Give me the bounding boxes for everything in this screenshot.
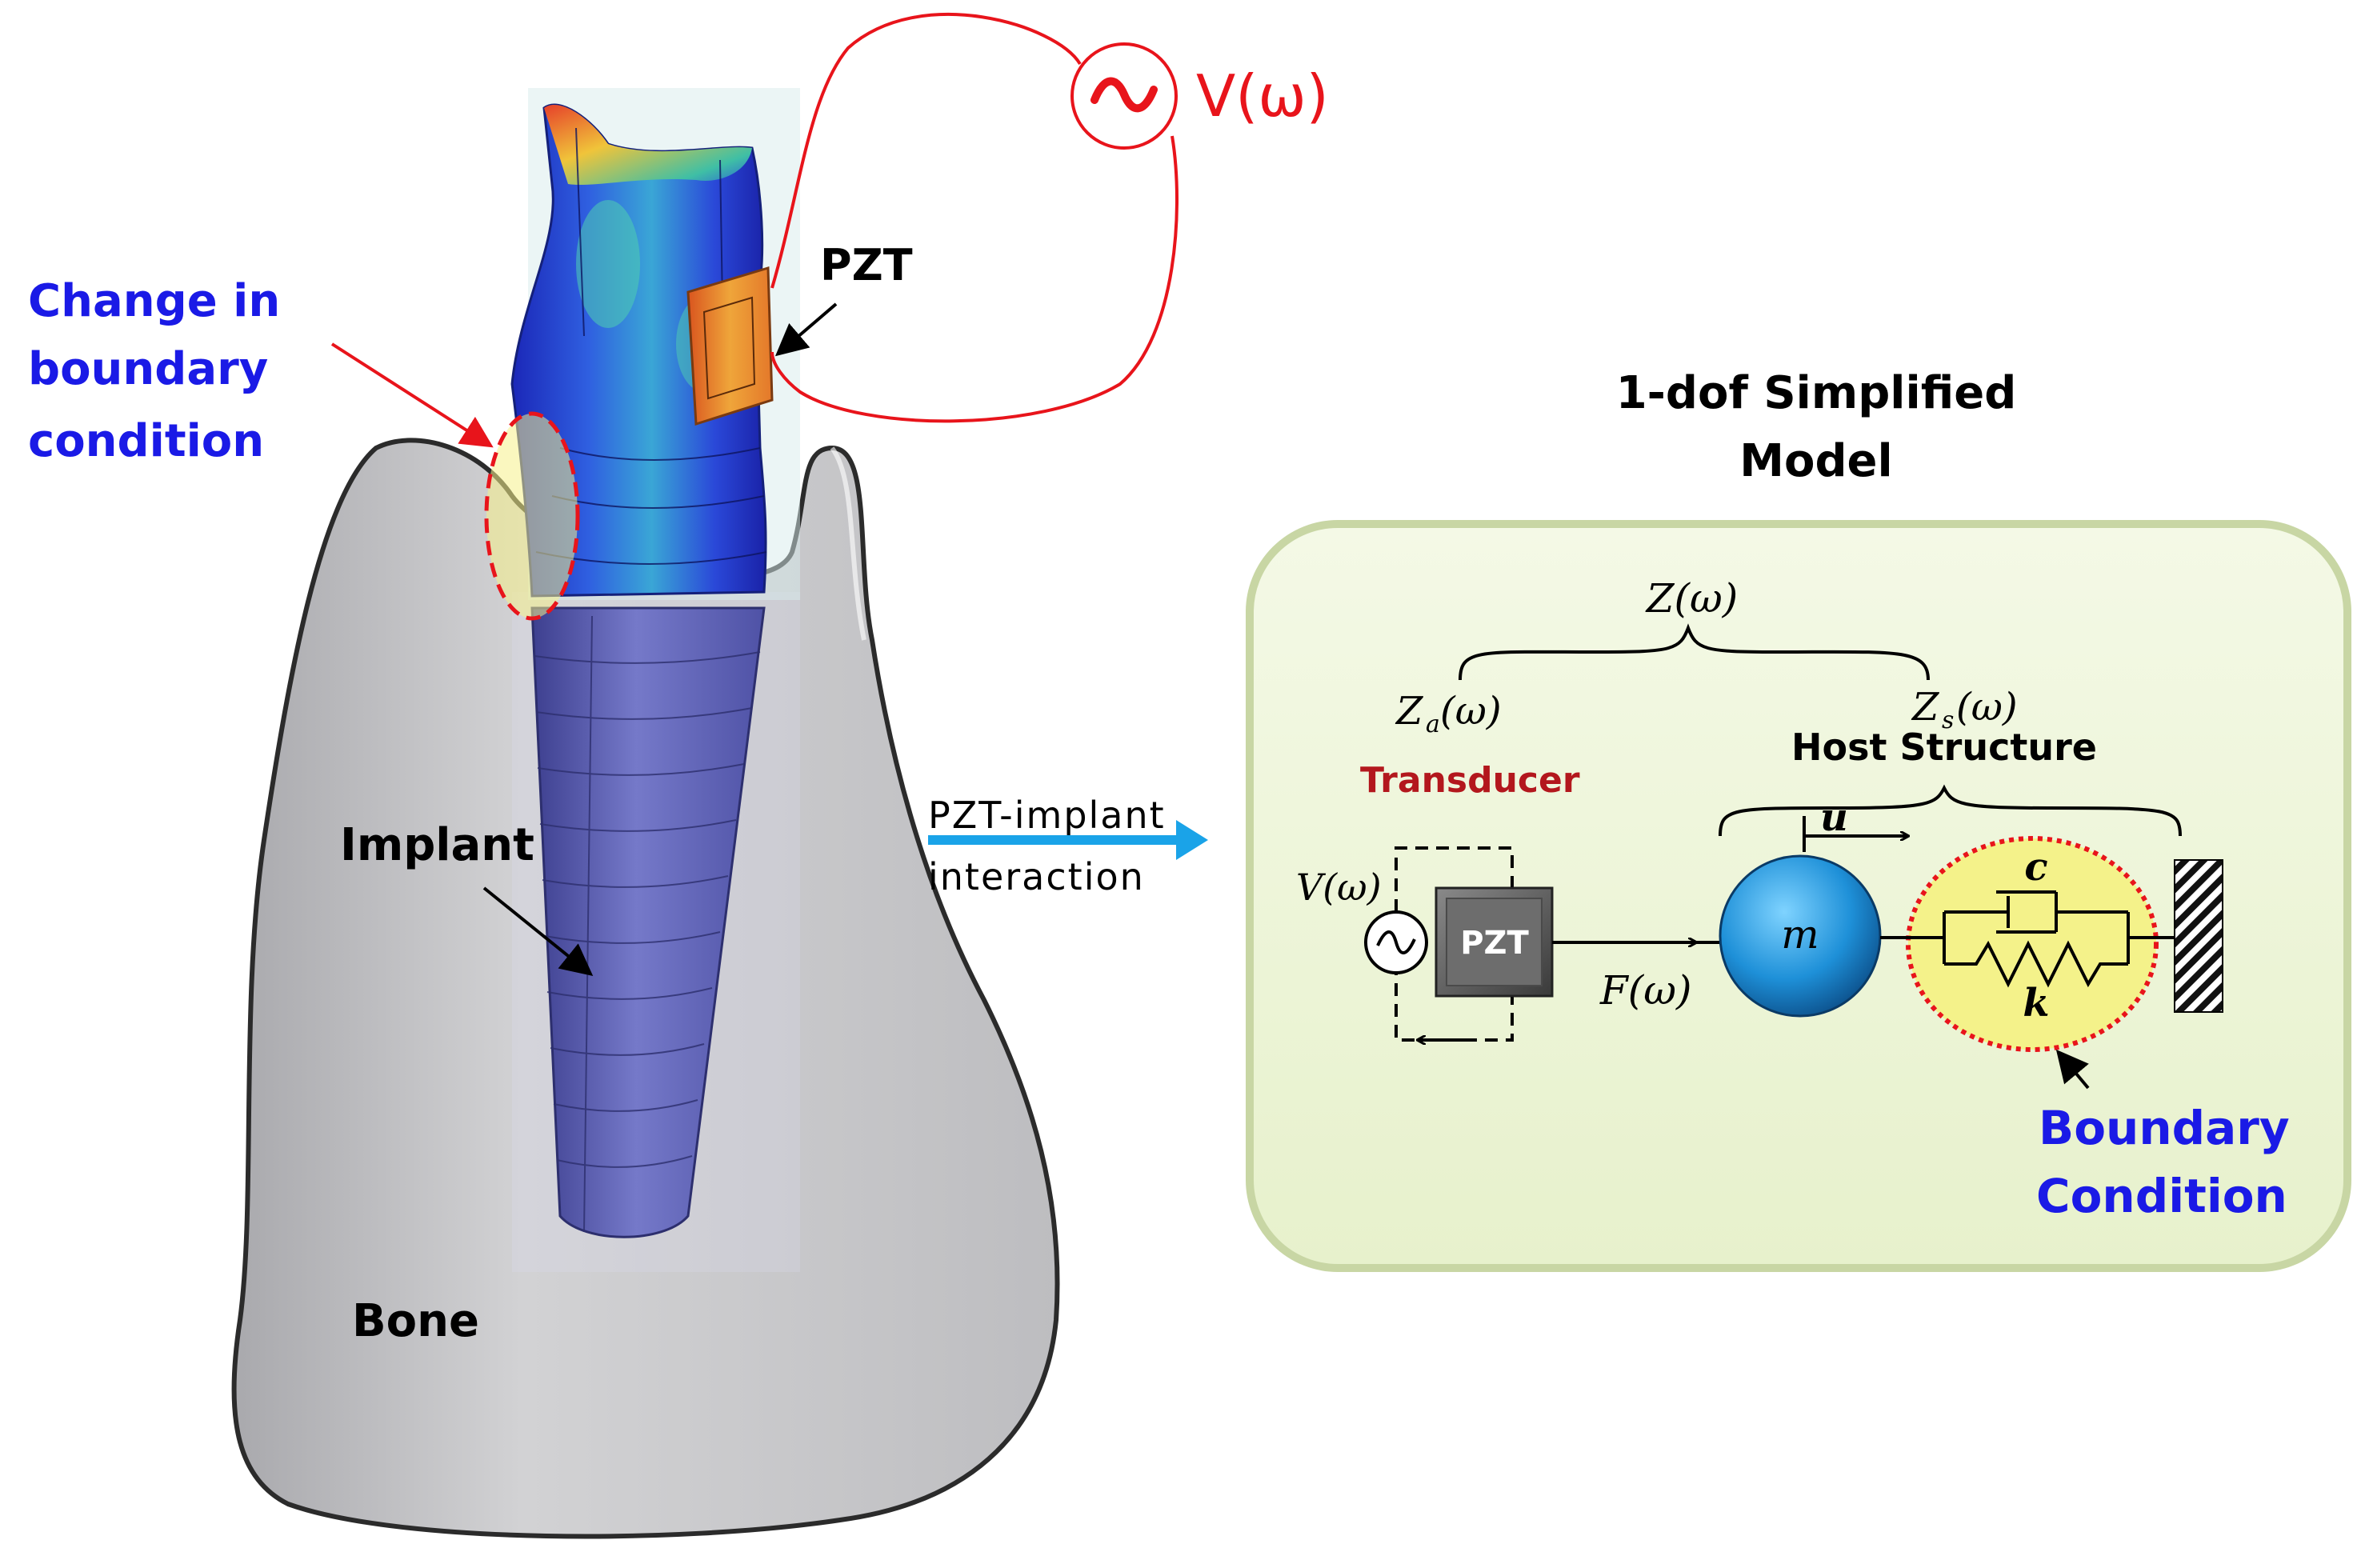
svg-text:s: s bbox=[1942, 706, 1954, 734]
z-a-label: Z a (ω) bbox=[1395, 689, 1502, 738]
change-boundary-label: Change in boundary condition bbox=[28, 275, 280, 467]
z-total-label: Z(ω) bbox=[1645, 575, 1739, 622]
boundary-change-arrow bbox=[330, 342, 494, 448]
svg-text:Z: Z bbox=[1911, 685, 1940, 730]
svg-text:condition: condition bbox=[28, 415, 264, 467]
interaction-arrowhead bbox=[1176, 820, 1208, 860]
interaction-label-line2: interaction bbox=[928, 855, 1145, 898]
implant-label: Implant bbox=[340, 819, 534, 871]
force-label: F(ω) bbox=[1599, 967, 1691, 1014]
svg-text:a: a bbox=[1426, 710, 1440, 738]
ac-source-icon bbox=[1070, 42, 1178, 150]
abutment-heatmap bbox=[510, 88, 800, 600]
pzt-arrow bbox=[774, 302, 838, 357]
boundary-change-ellipse bbox=[484, 411, 580, 621]
fixed-wall-icon bbox=[2174, 859, 2223, 1013]
model-title-line2: Model bbox=[1739, 435, 1892, 487]
z-s-label: Z s (ω) bbox=[1911, 685, 2018, 734]
mass-label: m bbox=[1781, 911, 1819, 958]
pzt-label: PZT bbox=[820, 240, 913, 290]
model-title-line1: 1-dof Simplified bbox=[1616, 367, 2017, 419]
bone-label: Bone bbox=[352, 1295, 479, 1347]
boundary-condition-line1: Boundary bbox=[2039, 1101, 2290, 1155]
model-ac-source-icon bbox=[1364, 910, 1428, 974]
z-total-brace bbox=[1459, 623, 1930, 681]
svg-text:(ω): (ω) bbox=[1956, 685, 2018, 730]
voltage-wire bbox=[770, 13, 1179, 423]
spring-icon bbox=[1944, 940, 2128, 988]
pzt-box-label: PZT bbox=[1460, 925, 1529, 962]
svg-text:Z: Z bbox=[1395, 689, 1424, 734]
svg-text:boundary: boundary bbox=[28, 343, 268, 395]
interaction-label-line1: PZT-implant bbox=[928, 794, 1166, 837]
host-structure-label: Host Structure bbox=[1791, 726, 2097, 769]
boundary-condition-ellipse bbox=[1906, 836, 2159, 1052]
svg-text:(ω): (ω) bbox=[1440, 689, 1502, 734]
transducer-label: Transducer bbox=[1360, 760, 1580, 801]
svg-text:Change in: Change in bbox=[28, 275, 280, 327]
damper-icon bbox=[1943, 890, 2130, 964]
implant-arrow bbox=[482, 886, 594, 977]
spring-label: k bbox=[2023, 981, 2049, 1026]
feedback-loop bbox=[1395, 846, 1514, 1042]
damper-label: c bbox=[2024, 845, 2047, 890]
v-omega-label: V(ω) bbox=[1296, 866, 1382, 909]
boundary-condition-arrow bbox=[2055, 1049, 2090, 1090]
displacement-label: u bbox=[1820, 795, 1848, 840]
pzt-patch bbox=[686, 266, 774, 426]
voltage-label: V(ω) bbox=[1196, 62, 1329, 130]
host-structure-brace bbox=[1719, 784, 2182, 837]
boundary-condition-line2: Condition bbox=[2036, 1169, 2287, 1223]
implant-body bbox=[512, 592, 800, 1272]
